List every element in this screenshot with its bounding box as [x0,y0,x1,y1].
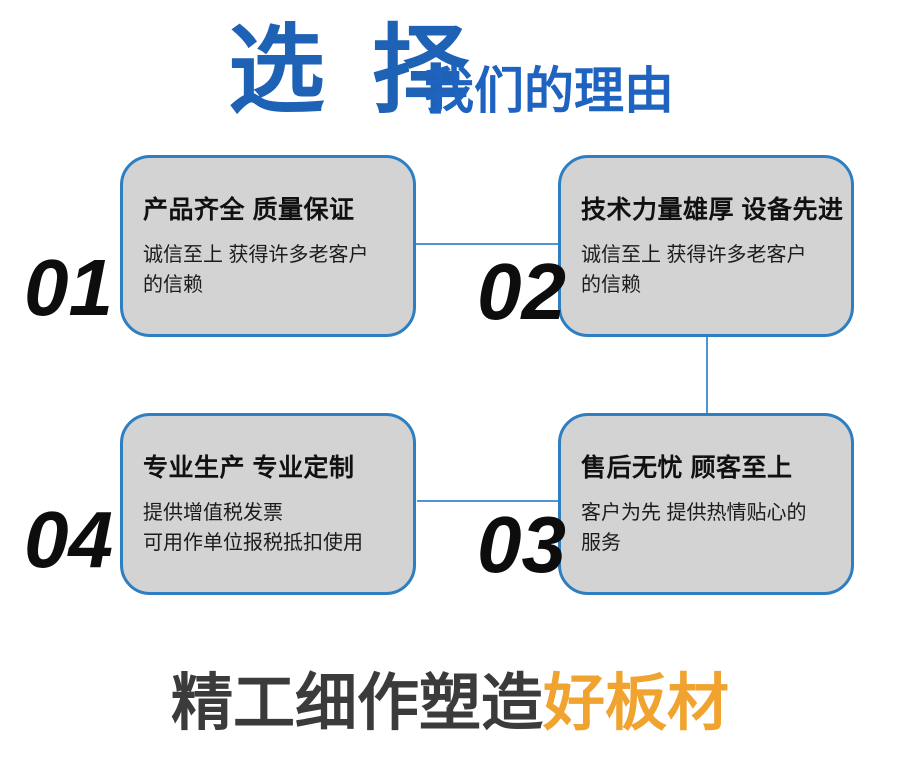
card-number-04: 04 [24,495,113,584]
card-title: 专业生产 专业定制 [143,454,355,482]
card-title: 售后无忧 顾客至上 [581,454,793,482]
card-number-03: 03 [477,500,566,589]
card-body-line: 提供增值税发票 [143,502,283,524]
connector-card1-card2 [413,243,558,245]
card-body: 诚信至上 获得许多老客户 的信赖 [581,240,843,300]
card-body-line: 客户为先 提供热情贴心的 [581,502,807,524]
card-title: 技术力量雄厚 设备先进 [581,196,844,224]
card-body-line: 诚信至上 获得许多老客户 [143,244,369,266]
connector-card2-card3 [706,335,708,413]
card-body-line: 服务 [581,532,621,554]
reason-card-03: 售后无忧 顾客至上 客户为先 提供热情贴心的 服务 [558,413,854,595]
reason-card-02: 技术力量雄厚 设备先进 诚信至上 获得许多老客户 的信赖 [558,155,854,337]
card-body-line: 诚信至上 获得许多老客户 [581,244,807,266]
footer-slogan-normal: 精工细作塑造 [170,669,543,738]
footer-slogan-accent: 好板材 [543,669,730,738]
reason-card-04: 专业生产 专业定制 提供增值税发票 可用作单位报税抵扣使用 [120,413,416,595]
card-body-line: 可用作单位报税抵扣使用 [143,532,363,554]
card-number-01: 01 [24,243,113,332]
footer-slogan: 精工细作塑造好板材 [0,668,900,739]
connector-card4-card3 [417,500,560,502]
card-body: 客户为先 提供热情贴心的 服务 [581,498,843,558]
card-body-line: 的信赖 [581,274,641,296]
card-number-02: 02 [477,247,566,336]
reason-card-01: 产品齐全 质量保证 诚信至上 获得许多老客户 的信赖 [120,155,416,337]
card-body-line: 的信赖 [143,274,203,296]
card-body: 诚信至上 获得许多老客户 的信赖 [143,240,405,300]
page-title-brand: 选 择 [228,16,479,125]
card-title: 产品齐全 质量保证 [143,196,355,224]
page-title-subtitle: 我们的理由 [424,63,674,119]
card-body: 提供增值税发票 可用作单位报税抵扣使用 [143,498,405,558]
